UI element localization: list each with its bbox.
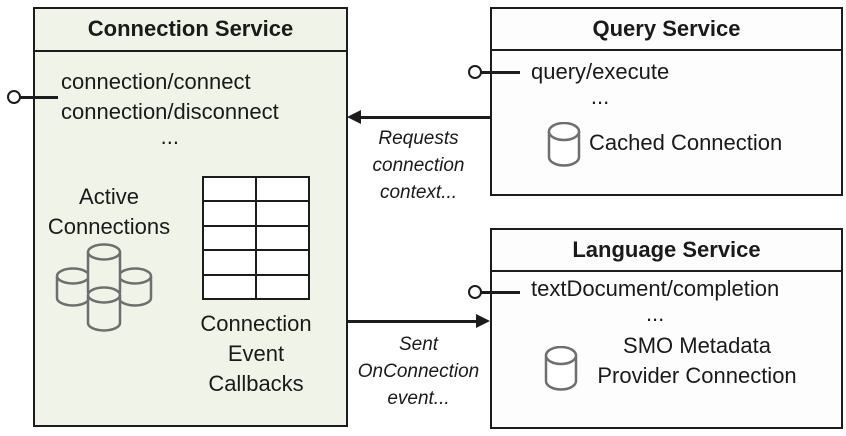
- database-icon: [547, 122, 581, 167]
- methods-ellipsis: ...: [590, 84, 610, 109]
- requests-connection-context-label: Requests connection context...: [372, 128, 465, 203]
- connection-service-methods: connection/connect connection/disconnect…: [61, 67, 279, 149]
- connection-event-callbacks-table: [202, 176, 310, 300]
- sent-arrow-line: [348, 320, 478, 323]
- arrow-left-icon: [347, 110, 361, 124]
- table-cell: [203, 250, 256, 275]
- table-cell: [203, 225, 256, 251]
- table-cell: [256, 201, 309, 226]
- method-textdocument-completion: textDocument/completion: [531, 276, 780, 301]
- table-cell: [203, 201, 256, 226]
- language-service-methods: textDocument/completion ...: [531, 274, 780, 326]
- method-query-execute: query/execute: [531, 59, 670, 84]
- sent-onconnection-event-label: Sent OnConnection event...: [357, 334, 480, 409]
- connection-service-box: Connection Service connection/connect co…: [33, 7, 348, 427]
- table-cell: [203, 177, 256, 202]
- method-connection-disconnect: connection/disconnect: [61, 99, 279, 124]
- database-icon: [544, 346, 578, 391]
- lollipop-interface-line: [480, 291, 520, 294]
- methods-ellipsis: ...: [645, 301, 665, 326]
- cached-connection-label: Cached Connection: [589, 130, 783, 155]
- lollipop-interface-line: [19, 96, 58, 99]
- query-service-title: Query Service: [492, 9, 841, 51]
- connection-event-callbacks-label: Connection Event Callbacks: [200, 311, 312, 396]
- table-cell: [256, 225, 309, 251]
- language-service-title: Language Service: [492, 230, 841, 272]
- query-service-methods: query/execute ...: [531, 57, 670, 109]
- active-connections-label: Active Connections: [47, 184, 171, 239]
- database-cluster-icon: [55, 243, 153, 332]
- query-service-box: Query Service query/execute ... Cached C…: [490, 7, 843, 196]
- smo-metadata-provider-connection-label: SMO Metadata Provider Connection: [597, 333, 797, 388]
- table-cell: [256, 274, 309, 299]
- methods-ellipsis: ...: [160, 124, 180, 149]
- arrow-right-icon: [476, 314, 490, 328]
- table-cell: [256, 177, 309, 202]
- table-cell: [256, 250, 309, 275]
- lollipop-interface-line: [480, 71, 520, 74]
- connection-service-title: Connection Service: [35, 9, 346, 52]
- table-cell: [203, 274, 256, 299]
- requests-arrow-line: [351, 116, 490, 119]
- language-service-box: Language Service textDocument/completion…: [490, 228, 843, 429]
- method-connection-connect: connection/connect: [61, 69, 251, 94]
